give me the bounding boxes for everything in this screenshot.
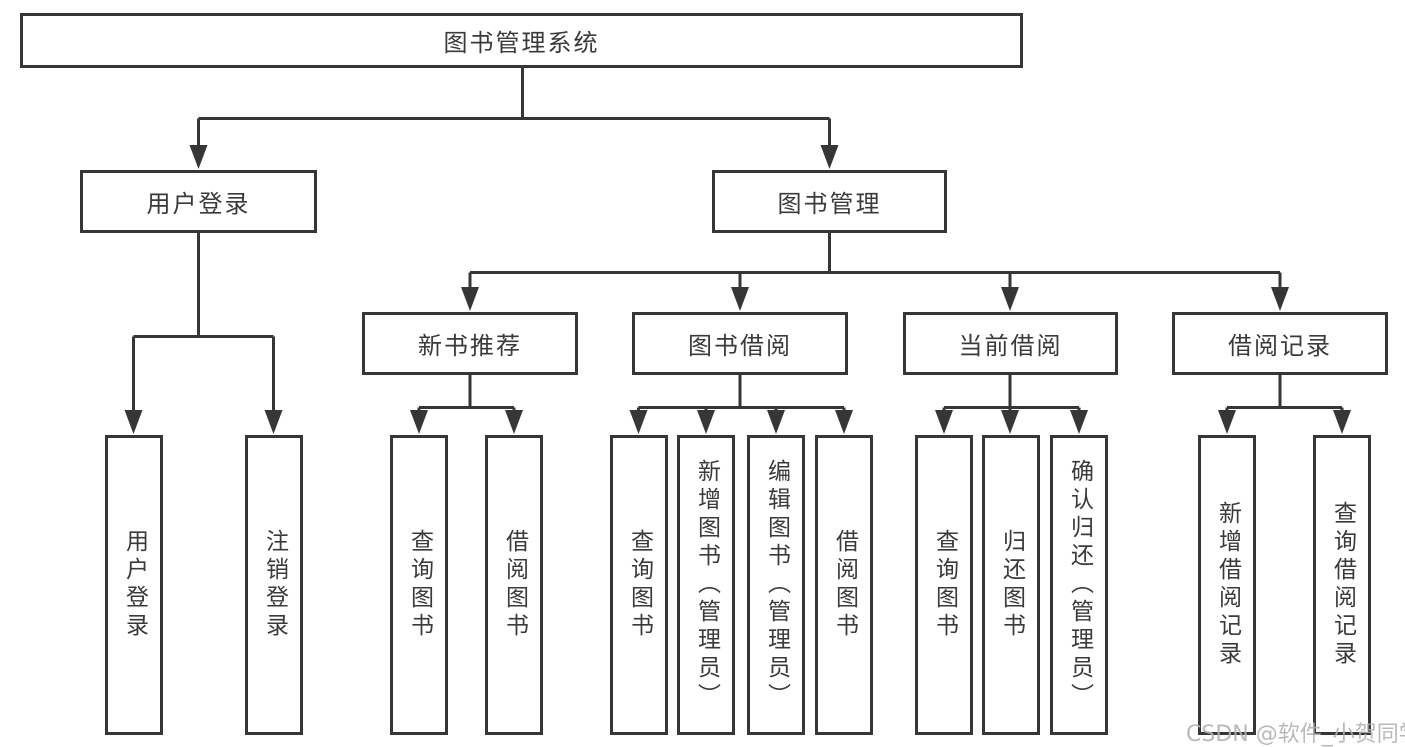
node-leaf-add-borrow-record-label: 新增借阅记录 <box>1214 501 1241 669</box>
node-book-borrowing-label: 图书借阅 <box>688 332 792 360</box>
node-leaf-edit-book-admin: 编辑图书（管理员） <box>747 435 805 735</box>
node-leaf-add-borrow-record: 新增借阅记录 <box>1198 435 1256 735</box>
connector-current-borrowing-to-leaves <box>935 375 1088 434</box>
node-user-login: 用户登录 <box>80 170 317 233</box>
node-leaf-query-books-3: 查询图书 <box>915 435 973 735</box>
node-book-borrowing: 图书借阅 <box>632 312 848 375</box>
node-current-borrowing: 当前借阅 <box>903 312 1118 375</box>
node-leaf-query-books-2-label: 查询图书 <box>626 529 653 641</box>
node-user-login-label: 用户登录 <box>146 190 251 218</box>
node-leaf-borrow-books-1-label: 借阅图书 <box>501 529 528 641</box>
node-leaf-edit-book-admin-label: 编辑图书（管理员） <box>763 459 790 711</box>
node-leaf-query-books-1-label: 查询图书 <box>406 529 433 641</box>
node-leaf-borrow-books-2-label: 借阅图书 <box>831 529 858 641</box>
node-root-label: 图书管理系统 <box>443 29 600 57</box>
node-new-book-recommend: 新书推荐 <box>362 312 578 375</box>
node-leaf-query-books-1: 查询图书 <box>390 435 448 735</box>
connector-book-borrowing-to-leaves <box>629 375 853 434</box>
node-book-management-label: 图书管理 <box>777 190 882 218</box>
node-new-book-recommend-label: 新书推荐 <box>418 332 522 360</box>
node-leaf-return-book-label: 归还图书 <box>998 529 1025 641</box>
node-leaf-login-label: 用户登录 <box>121 529 148 641</box>
node-leaf-query-books-3-label: 查询图书 <box>931 529 958 641</box>
node-leaf-query-borrow-record-label: 查询借阅记录 <box>1329 501 1356 669</box>
node-leaf-borrow-books-2: 借阅图书 <box>815 435 873 735</box>
connector-user-login-to-leaves <box>124 233 283 434</box>
node-leaf-confirm-return-admin: 确认归还（管理员） <box>1050 435 1108 735</box>
node-leaf-return-book: 归还图书 <box>982 435 1040 735</box>
node-leaf-query-books-2: 查询图书 <box>610 435 668 735</box>
connector-book-management-to-level3 <box>461 233 1289 311</box>
node-leaf-query-borrow-record: 查询借阅记录 <box>1313 435 1371 735</box>
connector-new-books-to-leaves <box>410 375 523 434</box>
node-leaf-add-book-admin: 新增图书（管理员） <box>677 435 735 735</box>
connector-root-to-level2 <box>189 68 839 169</box>
node-current-borrowing-label: 当前借阅 <box>958 332 1063 360</box>
connector-borrow-records-to-leaves <box>1218 375 1351 434</box>
node-borrow-records-label: 借阅记录 <box>1228 332 1332 360</box>
node-book-management: 图书管理 <box>712 170 947 233</box>
node-leaf-logout: 注销登录 <box>245 435 303 735</box>
node-leaf-borrow-books-1: 借阅图书 <box>485 435 543 735</box>
csdn-watermark: CSDN @软件_小贺同学 <box>1186 722 1405 747</box>
node-leaf-login: 用户登录 <box>105 435 163 735</box>
node-leaf-logout-label: 注销登录 <box>261 529 288 641</box>
node-root: 图书管理系统 <box>20 13 1023 68</box>
node-leaf-confirm-return-admin-label: 确认归还（管理员） <box>1066 459 1093 711</box>
node-borrow-records: 借阅记录 <box>1172 312 1388 375</box>
node-leaf-add-book-admin-label: 新增图书（管理员） <box>693 459 720 711</box>
